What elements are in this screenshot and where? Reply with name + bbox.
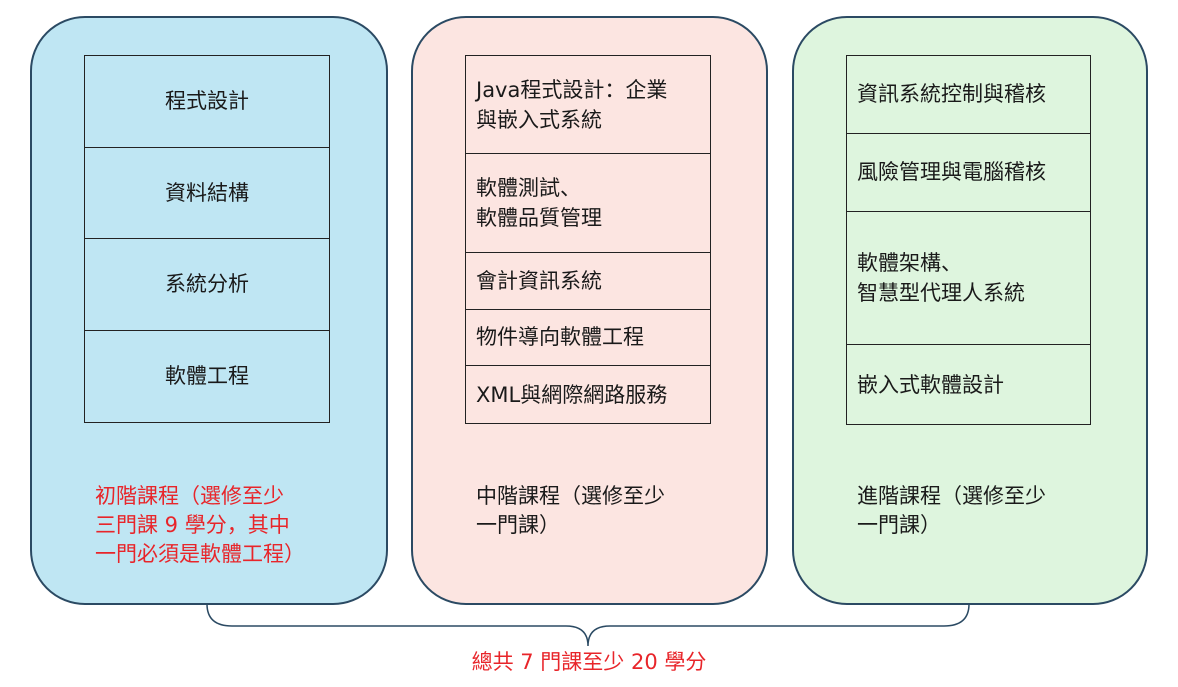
course-cell: 資訊系統控制與稽核 [847, 56, 1090, 134]
course-cell: 資料結構 [85, 148, 329, 239]
advanced-tier-caption: 進階課程（選修至少 一門課） [857, 484, 1046, 537]
basic-course-list: 程式設計 資料結構 系統分析 軟體工程 [84, 55, 330, 423]
basic-tier-caption: 初階課程（選修至少 三門課 9 學分，其中 一門必須是軟體工程） [95, 484, 305, 566]
course-cell: 程式設計 [85, 56, 329, 148]
course-cell: 軟體測試、 軟體品質管理 [466, 154, 710, 253]
middle-tier-panel [411, 16, 768, 605]
course-cell: XML與網際網路服務 [476, 382, 668, 407]
total-requirement-label: 總共 7 門課至少 20 學分 [471, 650, 707, 674]
course-cell: 會計資訊系統 [466, 253, 710, 310]
course-cell: 嵌入式軟體設計 [857, 372, 1004, 397]
course-cell: 軟體工程 [165, 364, 249, 389]
course-cell: 軟體架構、 智慧型代理人系統 [847, 212, 1090, 346]
middle-tier-caption: 中階課程（選修至少 一門課） [476, 484, 665, 537]
advanced-course-list: 資訊系統控制與稽核 風險管理與電腦稽核 軟體架構、 智慧型代理人系統 嵌入式軟體… [846, 55, 1091, 425]
middle-course-list: Java程式設計：企業 與嵌入式系統 軟體測試、 軟體品質管理 會計資訊系統 物… [465, 55, 711, 424]
advanced-tier-panel [792, 16, 1148, 605]
brace-path [206, 603, 970, 647]
course-cell: 物件導向軟體工程 [466, 310, 710, 367]
basic-tier-panel [30, 16, 388, 605]
course-cell: 系統分析 [85, 239, 329, 331]
course-cell: 風險管理與電腦稽核 [847, 134, 1090, 213]
course-cell: Java程式設計：企業 與嵌入式系統 [466, 56, 710, 155]
